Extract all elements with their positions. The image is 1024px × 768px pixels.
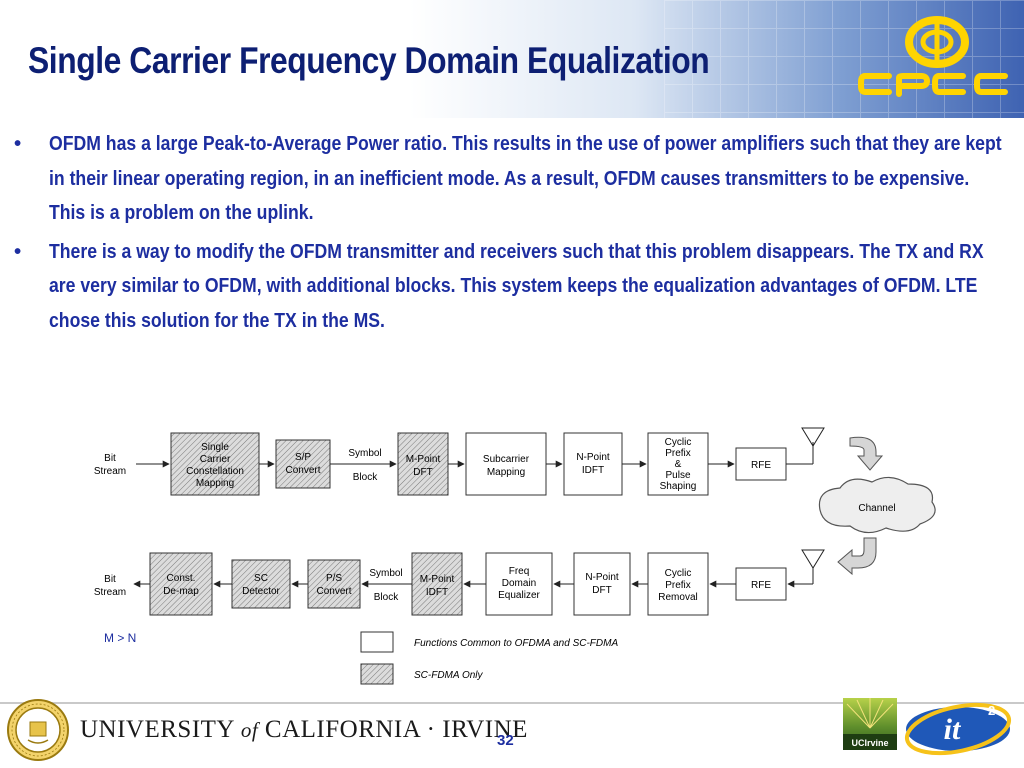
tx-block-n-point-idft: N-Point IDFT bbox=[563, 432, 623, 496]
tx-block-label-line: DFT bbox=[413, 467, 432, 478]
rx-block-freq-domain-equalizer: Freq Domain Equalizer bbox=[485, 552, 553, 616]
tx-block-label-line: Carrier bbox=[200, 454, 231, 465]
tx-block-subcarrier-mapping: Subcarrier Mapping bbox=[465, 432, 547, 496]
bullet-marker: • bbox=[14, 132, 22, 155]
bullet-item: • OFDM has a large Peak-to-Average Power… bbox=[14, 127, 1014, 231]
tx-block-label-line: Convert bbox=[285, 465, 320, 476]
tx-input-label-line: Stream bbox=[94, 466, 126, 477]
bullet-list: • OFDM has a large Peak-to-Average Power… bbox=[14, 127, 1014, 342]
legend: Functions Common to OFDMA and SC-FDMA SC… bbox=[360, 631, 618, 685]
it2-logo-superscript: 2 bbox=[988, 703, 995, 718]
rx-block-label-line: De-map bbox=[163, 586, 199, 597]
rx-block-label-line: Domain bbox=[502, 578, 536, 589]
footer-divider bbox=[0, 702, 1024, 704]
tx-block-rfe: RFE bbox=[735, 447, 787, 481]
rx-output-label-line: Stream bbox=[94, 587, 126, 598]
legend-swatch-scfdma bbox=[360, 663, 394, 685]
rx-output-label-line: Bit bbox=[104, 574, 116, 585]
university-name-part: of bbox=[240, 718, 259, 742]
bullet-item: • There is a way to modify the OFDM tran… bbox=[14, 235, 1014, 339]
rx-block-label-line: Freq bbox=[509, 566, 530, 577]
rx-block-const-demap: Const. De-map bbox=[149, 552, 213, 616]
curved-arrow-down-icon bbox=[849, 436, 884, 471]
tx-link-label: Block bbox=[353, 472, 378, 483]
rx-block-label-line: N-Point bbox=[585, 572, 619, 583]
cpcc-logo bbox=[858, 16, 1008, 97]
tx-input-label-line: Bit bbox=[104, 453, 116, 464]
legend-swatch-common bbox=[360, 631, 394, 653]
rx-block-label-line: M-Point bbox=[420, 574, 455, 585]
curved-arrow-left-icon bbox=[837, 537, 877, 576]
channel-cloud: Channel bbox=[818, 476, 936, 534]
rx-block-label-line: Cyclic bbox=[665, 568, 692, 579]
it2-logo-text: it bbox=[944, 713, 962, 746]
rx-antenna-icon bbox=[801, 549, 825, 569]
tx-block-label-line: N-Point bbox=[576, 452, 610, 463]
tx-block-constellation-mapping: Single Carrier Constellation Mapping bbox=[170, 432, 260, 496]
bullet-text: There is a way to modify the OFDM transm… bbox=[49, 239, 984, 332]
rx-block-label-line: Detector bbox=[242, 586, 280, 597]
rx-block-label-line: Equalizer bbox=[498, 590, 540, 601]
bullet-marker: • bbox=[14, 239, 22, 263]
scfdma-block-diagram: Bit Stream Single Carrier Constellation … bbox=[94, 427, 936, 685]
tx-block-label-line: M-Point bbox=[406, 454, 441, 465]
header-background bbox=[0, 0, 1024, 118]
rx-block-label-line: SC bbox=[254, 573, 268, 584]
university-name-part: CALIFORNIA · IRVINE bbox=[258, 716, 528, 743]
tx-block-label-line: Prefix bbox=[665, 448, 691, 459]
rx-block-m-point-idft: M-Point IDFT bbox=[411, 552, 463, 616]
rx-block-n-point-dft: N-Point DFT bbox=[573, 552, 631, 616]
rx-link-label: Symbol bbox=[369, 568, 402, 579]
rx-block-label-line: RFE bbox=[751, 580, 771, 591]
rx-block-label-line: P/S bbox=[326, 573, 342, 584]
tx-block-sp-convert: S/P Convert bbox=[275, 439, 331, 489]
tx-block-label-line: Mapping bbox=[196, 478, 234, 489]
uc-seal-logo bbox=[7, 699, 69, 761]
tx-block-label-line: S/P bbox=[295, 452, 311, 463]
channel-label: Channel bbox=[858, 503, 895, 514]
tx-block-cyclic-prefix-pulse-shaping: Cyclic Prefix & Pulse Shaping bbox=[647, 432, 709, 496]
rx-output-label: Bit Stream bbox=[94, 574, 126, 598]
rx-block-label-line: DFT bbox=[592, 585, 611, 596]
tx-antenna-icon bbox=[801, 427, 825, 447]
bullet-text: OFDM has a large Peak-to-Average Power r… bbox=[49, 132, 1002, 224]
rx-block-rfe: RFE bbox=[735, 567, 787, 601]
rx-block-label-line: IDFT bbox=[426, 587, 448, 598]
rx-link-label: Block bbox=[374, 592, 399, 603]
ucirvine-logo: UCIrvine bbox=[843, 698, 897, 750]
tx-block-label-line: Single bbox=[201, 442, 229, 453]
tx-block-m-point-dft: M-Point DFT bbox=[397, 432, 449, 496]
tx-block-label-line: IDFT bbox=[582, 465, 604, 476]
rx-block-sc-detector: SC Detector bbox=[231, 559, 291, 609]
legend-label-scfdma: SC-FDMA Only bbox=[414, 670, 484, 681]
tx-block-label-line: Mapping bbox=[487, 467, 525, 478]
page-number: 32 bbox=[497, 732, 514, 749]
ucirvine-logo-text: UCIrvine bbox=[851, 738, 888, 748]
tx-block-label-line: & bbox=[675, 459, 682, 470]
rx-block-label-line: Convert bbox=[316, 586, 351, 597]
tx-block-label-line: Shaping bbox=[660, 481, 697, 492]
tx-block-label-line: Cyclic bbox=[665, 437, 692, 448]
tx-input-label: Bit Stream bbox=[94, 453, 126, 477]
rx-block-label-line: Const. bbox=[167, 573, 196, 584]
note-m-greater-n: M > N bbox=[104, 631, 136, 645]
it2-logo: it 2 bbox=[904, 702, 1012, 756]
university-name: UNIVERSITY of CALIFORNIA · IRVINE bbox=[80, 716, 528, 744]
slide-title: Single Carrier Frequency Domain Equaliza… bbox=[28, 40, 710, 81]
rx-block-ps-convert: P/S Convert bbox=[307, 559, 361, 609]
tx-link-label: Symbol bbox=[348, 448, 381, 459]
tx-block-label-line: Subcarrier bbox=[483, 454, 530, 465]
rx-block-cyclic-prefix-removal: Cyclic Prefix Removal bbox=[647, 552, 709, 616]
tx-block-label-line: RFE bbox=[751, 460, 771, 471]
header-grid-pattern bbox=[664, 0, 1024, 118]
legend-label-common: Functions Common to OFDMA and SC-FDMA bbox=[414, 638, 618, 649]
tx-block-label-line: Pulse bbox=[665, 470, 690, 481]
rx-block-label-line: Removal bbox=[658, 592, 697, 603]
rx-block-label-line: Prefix bbox=[665, 580, 691, 591]
tx-block-label-line: Constellation bbox=[186, 466, 244, 477]
university-name-part: UNIVERSITY bbox=[80, 716, 241, 743]
